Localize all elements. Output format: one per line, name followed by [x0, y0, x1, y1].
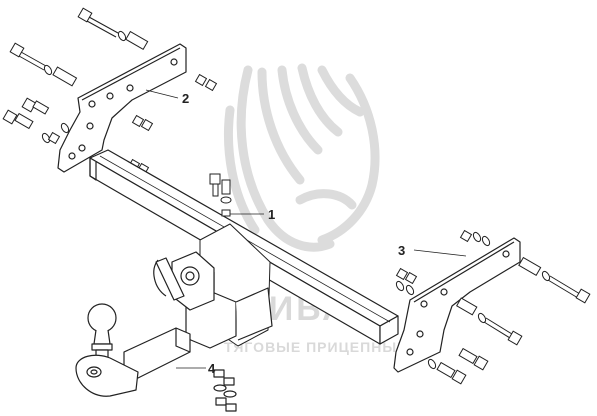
bolt [427, 358, 467, 385]
washer [60, 122, 70, 134]
nut [213, 369, 225, 378]
nut [204, 78, 218, 92]
washer [405, 284, 415, 296]
part-callouts [145, 89, 467, 369]
bolt [77, 7, 149, 51]
bolt [458, 347, 489, 371]
nut [459, 229, 473, 243]
nut [131, 114, 145, 128]
watermark-tagline: ТЯГОВЫЕ ПРИЦЕПНЫЕ [224, 339, 407, 355]
nut [225, 403, 237, 412]
nut [194, 73, 208, 87]
washer [213, 384, 227, 392]
washer [395, 280, 405, 292]
nut [223, 377, 235, 386]
crossbar-with-receiver [89, 149, 399, 349]
nut [395, 267, 409, 281]
nut [140, 118, 154, 132]
bolt [518, 256, 591, 304]
leader-line-2 [145, 89, 179, 99]
bolt [9, 42, 78, 87]
leader-line-3 [413, 249, 467, 257]
bolt [21, 97, 50, 115]
part-label-1: 1 [268, 207, 275, 222]
ball-mount-with-fasteners [75, 303, 237, 412]
washer [41, 132, 51, 144]
nut [215, 397, 227, 406]
right-bolts-group [395, 229, 591, 385]
part-label-2: 2 [182, 91, 189, 106]
bolt [2, 109, 34, 130]
left-bolts-group [2, 7, 149, 145]
washer [481, 235, 491, 247]
part-label-3: 3 [398, 243, 405, 258]
left-side-bracket [57, 43, 187, 173]
tow-ball [87, 303, 117, 333]
washer [472, 231, 482, 243]
bolt [456, 297, 523, 346]
center-bolt [209, 173, 232, 217]
washer [223, 390, 237, 398]
watermark-logo [224, 63, 380, 252]
part-label-4: 4 [208, 361, 216, 376]
nut [47, 131, 61, 145]
right-side-bracket [393, 237, 521, 373]
nut [404, 271, 418, 285]
